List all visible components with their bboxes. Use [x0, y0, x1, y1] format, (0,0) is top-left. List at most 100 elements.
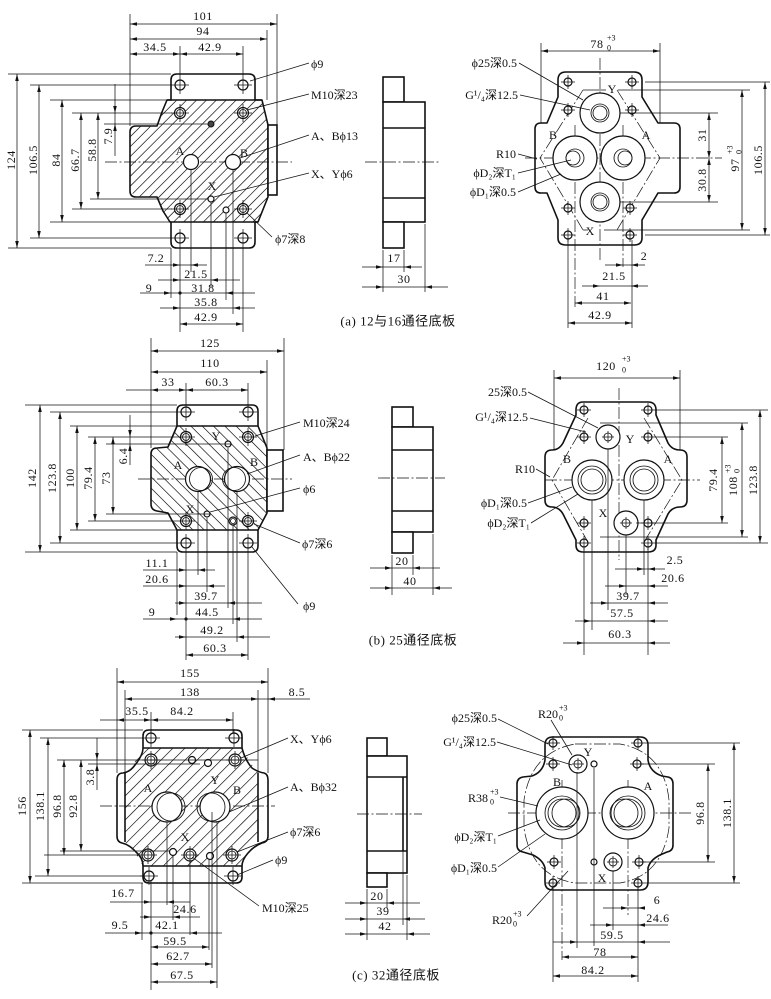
side-tab — [382, 76, 405, 103]
section-hatch-line — [124, 747, 162, 785]
dim-hole-spacing-x: 60.3 — [205, 375, 228, 389]
port-y-counterbore — [592, 105, 608, 121]
section-hatch-line — [212, 166, 269, 223]
arrowhead — [37, 85, 41, 92]
arrowhead — [207, 584, 214, 588]
callout-spot-face: ϕ25深0.5 — [472, 56, 517, 70]
arrowhead — [360, 901, 367, 905]
arrowhead — [568, 321, 575, 325]
port-a-bore — [617, 150, 633, 166]
arrowhead — [648, 567, 655, 571]
arrowhead — [151, 962, 158, 966]
arrowhead — [144, 915, 151, 919]
section-hatch-line — [173, 127, 269, 223]
tolerance-lower: 0 — [735, 150, 744, 154]
plate-b-plan-view-labels: 125 110 33 60.3 142 123.8 100 79.4 73 6.… — [25, 336, 350, 655]
plate-c-plan-view — [22, 668, 310, 990]
arrowhead — [111, 437, 115, 444]
section-hatch-line — [213, 425, 268, 480]
plate-c: 155 138 8.5 35.5 84.2 156 138.1 96.8 92.… — [15, 666, 740, 990]
arrowhead — [740, 90, 744, 97]
leader-line — [527, 486, 573, 504]
dim-bottom: 42.9 — [588, 308, 611, 322]
arrowhead — [210, 980, 217, 984]
section-hatch-line — [170, 439, 260, 529]
side-step — [267, 124, 278, 196]
callout-pipe-thread: G¹/₄深12.5 — [443, 735, 496, 749]
callout-port-xy: X、Yϕ6 — [311, 167, 353, 181]
dim-thread-to-pin: 7.9 — [101, 128, 115, 145]
callout-radius-top: R20 +3 0 — [538, 704, 568, 723]
port-a-hole — [182, 153, 200, 171]
arrowhead — [95, 764, 99, 771]
callout-port-ab: A、Bϕ13 — [311, 129, 358, 143]
arrowhead — [79, 760, 83, 767]
arrowhead — [186, 388, 193, 392]
callout-pipe-thread: G¹/₄深12.5 — [465, 88, 518, 102]
arrowhead — [268, 697, 275, 701]
tolerance-upper: +3 — [724, 464, 733, 473]
section-hatch-line — [167, 118, 267, 219]
tolerance-lower: 0 — [733, 469, 742, 473]
dim-right: 138.1 — [720, 798, 734, 828]
port-label-y: Y — [212, 429, 221, 443]
arrowhead — [236, 52, 243, 56]
arrowhead — [117, 680, 124, 684]
arrowhead — [376, 265, 383, 269]
dim-thread-to-port-y: 3.8 — [83, 769, 97, 786]
arrowhead — [425, 285, 432, 289]
arrowhead — [130, 52, 137, 56]
plate-a-plan-view-labels: 101 94 34.5 42.9 124 106.5 84 66.7 58.8 … — [4, 9, 358, 324]
plate-b-side-view — [370, 406, 452, 595]
port-b-hole — [199, 791, 231, 823]
section-hatch-line — [222, 176, 269, 223]
plate-b-side-view-labels: 20 40 — [395, 554, 416, 588]
section-hatch-line — [124, 747, 174, 797]
dim-overall-height: 142 — [25, 468, 39, 488]
callout-port-ab: A、Bϕ22 — [303, 450, 350, 464]
tolerance-upper: +3 — [559, 704, 568, 713]
arrowhead — [96, 113, 100, 120]
section-hatch-line — [136, 749, 244, 857]
arrowhead — [170, 617, 177, 621]
dim-face-height-toleranced: 108 +3 0 — [724, 464, 742, 495]
section-hatch-line — [160, 102, 264, 206]
port-label-b: B — [563, 452, 571, 466]
port-a-counterbore — [613, 798, 643, 828]
arrowhead — [720, 437, 724, 444]
dim-overall-width: 155 — [180, 666, 200, 680]
arrowhead — [226, 718, 233, 722]
port-a-bore-edge — [189, 467, 213, 491]
arrowhead — [173, 278, 180, 282]
arrowhead — [173, 263, 180, 267]
dim-bore-depth: 39 — [376, 904, 389, 918]
leader-line — [236, 859, 274, 876]
dim-bottom: 20.6 — [145, 572, 168, 586]
leader-line — [529, 417, 587, 433]
port-a-counterbore — [610, 795, 646, 831]
dim-mounting-hole-spacing-y: 123.8 — [45, 463, 59, 493]
arrowhead — [233, 617, 240, 621]
arrowhead — [15, 241, 19, 248]
port-label-b: B — [549, 128, 557, 142]
port-b-bore-edge — [551, 798, 581, 828]
arrowhead — [179, 601, 186, 605]
dim-right: 30.8 — [695, 168, 709, 191]
section-hatch-line — [193, 147, 269, 223]
port-y-counterbore — [579, 92, 621, 134]
leader-line — [496, 741, 573, 766]
port-a-counterbore — [629, 465, 659, 495]
dim-edge-to-hole: 35.5 — [125, 704, 148, 718]
arrowhead — [638, 923, 645, 927]
section-hatch-line — [232, 186, 269, 223]
arrowhead — [621, 906, 628, 910]
tolerance-upper: +3 — [513, 910, 522, 919]
dim-bottom: 21.5 — [602, 269, 625, 283]
tolerance-lower: 0 — [559, 714, 563, 723]
port-label-a: A — [642, 128, 651, 142]
arrowhead — [167, 900, 174, 904]
dim-bottom: 84.2 — [581, 963, 604, 977]
port-a-hole — [151, 791, 183, 823]
section-hatch-line — [211, 819, 259, 867]
section-hatch-line — [138, 99, 237, 198]
